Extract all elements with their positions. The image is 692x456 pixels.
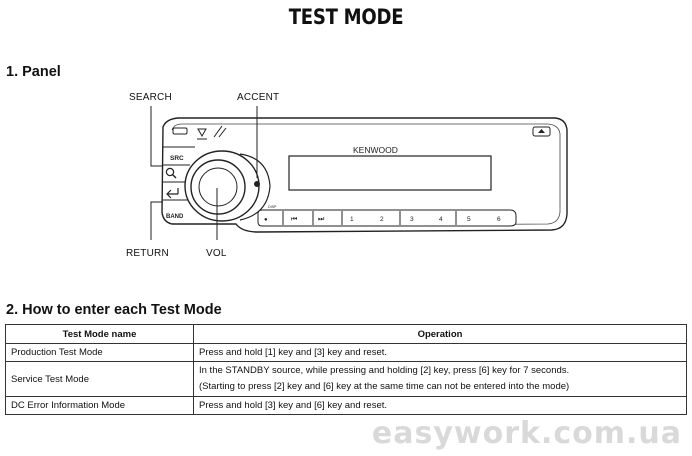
operation-line: In the STANDBY source, while pressing an… [199, 365, 570, 376]
operation-cell: Press and hold [3] key and [6] key and r… [193, 396, 687, 415]
operation-cell: Press and hold [1] key and [3] key and r… [193, 343, 687, 362]
svg-text:●: ● [264, 217, 268, 223]
previous-track-icon: ⏮ [291, 215, 297, 223]
table-row: DC Error Information Mode Press and hold… [5, 396, 687, 415]
column-header-mode-name: Test Mode name [5, 324, 194, 344]
callout-vol: VOL [206, 248, 227, 259]
table-row: Production Test Mode Press and hold [1] … [5, 343, 687, 362]
section-heading-panel: 1. Panel [6, 64, 61, 80]
mode-name-cell: Service Test Mode [5, 361, 194, 397]
column-header-operation: Operation [193, 324, 687, 344]
preset-key-1: 1 [350, 216, 354, 223]
section-heading-howto: 2. How to enter each Test Mode [6, 302, 222, 318]
preset-key-3: 3 [410, 216, 414, 223]
table-row: Service Test Mode In the STANDBY source,… [5, 361, 687, 397]
table-header-row: Test Mode name Operation [5, 324, 687, 344]
test-mode-table: Test Mode name Operation Production Test… [5, 324, 687, 415]
callout-search: SEARCH [129, 92, 172, 103]
preset-key-6: 6 [497, 216, 501, 223]
return-icon [166, 189, 178, 199]
next-track-icon: ⏭ [318, 215, 325, 223]
preset-key-2: 2 [380, 216, 384, 223]
src-key-label: SRC [170, 155, 184, 162]
search-icon [165, 167, 175, 177]
callout-return: RETURN [126, 248, 169, 259]
mode-name-cell: Production Test Mode [5, 343, 194, 362]
preset-key-4: 4 [439, 216, 443, 223]
operation-cell: In the STANDBY source, while pressing an… [193, 361, 687, 397]
operation-line: (Starting to press [2] key and [6] key a… [199, 381, 570, 392]
preset-key-5: 5 [467, 216, 471, 223]
eject-triangle-icon [197, 128, 207, 138]
disp-key-label: DISP [268, 205, 277, 209]
car-stereo-panel-illustration: ● ⏮ ⏭ KENWOOD SRC BAND DISP 1 2 3 4 5 6 [150, 106, 568, 240]
mode-name-cell: DC Error Information Mode [5, 396, 194, 415]
band-key-label: BAND [166, 214, 184, 220]
callout-accent: ACCENT [237, 92, 280, 103]
brand-logo: KENWOOD [353, 145, 398, 155]
display-window [288, 155, 492, 191]
watermark: easywork.com.ua [371, 416, 682, 451]
page-title: TEST MODE [288, 5, 404, 29]
